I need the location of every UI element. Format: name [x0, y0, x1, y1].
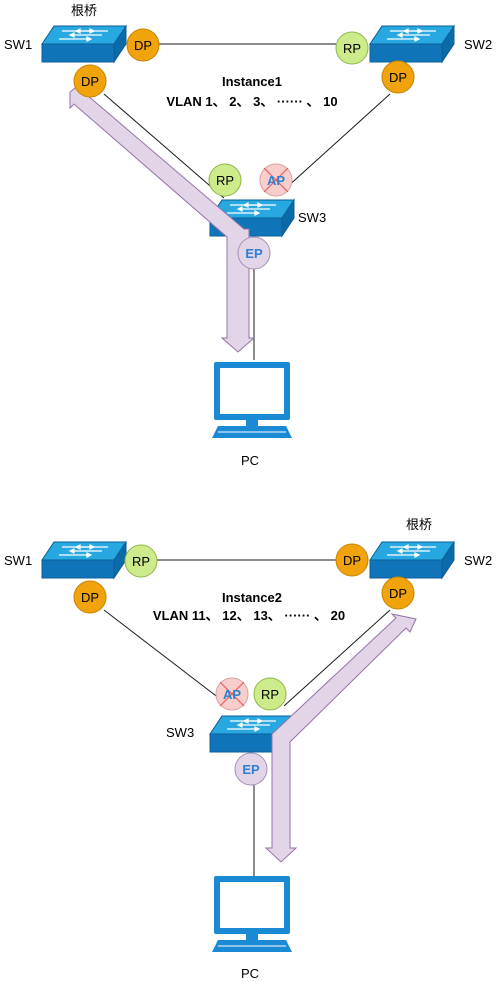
traffic-arrow: [69, 82, 256, 353]
port-label: DP: [389, 70, 407, 85]
vlan-range: VLAN 1、 2、 3、 ······ 、 10: [166, 94, 337, 109]
port-label: DP: [389, 586, 407, 601]
port-label: DP: [81, 590, 99, 605]
port-dp: [73, 64, 107, 98]
port-dp: [381, 576, 415, 610]
switch-icon-sw1: [41, 25, 127, 63]
pc-label: PC: [241, 966, 259, 981]
port-label: EP: [245, 246, 263, 261]
port-label: DP: [134, 38, 152, 53]
port-ep: [234, 752, 268, 786]
port-rp: [208, 163, 242, 197]
pc-icon: [211, 875, 293, 953]
port-label: AP: [267, 173, 285, 188]
link-sw2-sw3: [283, 609, 391, 707]
switch-icon-sw2: [369, 25, 455, 63]
port-rp: [335, 31, 369, 65]
port-dp: [73, 580, 107, 614]
sw3-label: SW3: [298, 210, 326, 225]
vlan-range: VLAN 11、 12、 13、 ······ 、 20: [153, 608, 345, 623]
port-rp: [253, 677, 287, 711]
port-dp: [381, 60, 415, 94]
port-label: DP: [81, 74, 99, 89]
sw3-label: SW3: [166, 725, 194, 740]
pc-label: PC: [241, 453, 259, 468]
switch-icon-sw1: [41, 541, 127, 579]
port-label: RP: [132, 554, 150, 569]
link-sw1-sw3: [103, 93, 225, 199]
port-label: DP: [343, 553, 361, 568]
diagram-instance1: 根桥 SW1 SW2 SW3 PC Instance1 VLAN 1、 2、 3…: [4, 3, 492, 468]
port-dp: [126, 28, 160, 62]
port-label: EP: [242, 762, 260, 777]
link-sw2-sw3: [285, 93, 391, 189]
port-dp: [335, 543, 369, 577]
root-bridge-label: 根桥: [406, 517, 432, 532]
pc-icon: [211, 361, 293, 439]
port-label: RP: [216, 173, 234, 188]
port-label: AP: [223, 687, 241, 702]
port-ep: [237, 236, 271, 270]
traffic-arrow: [264, 613, 417, 863]
switch-icon-sw2: [369, 541, 455, 579]
sw1-label: SW1: [4, 553, 32, 568]
instance-title: Instance1: [222, 74, 282, 89]
sw2-label: SW2: [464, 37, 492, 52]
port-rp: [124, 544, 158, 578]
port-label: RP: [261, 687, 279, 702]
instance-title: Instance2: [222, 590, 282, 605]
link-sw1-sw3: [103, 609, 225, 703]
diagram-instance2: 根桥 SW1 SW2 SW3 PC Instance2 VLAN 11、 12、…: [4, 517, 492, 981]
sw1-label: SW1: [4, 37, 32, 52]
root-bridge-label: 根桥: [71, 3, 97, 18]
sw2-label: SW2: [464, 553, 492, 568]
blocked-cross-icon: [263, 167, 289, 193]
port-label: RP: [343, 41, 361, 56]
blocked-cross-icon: [219, 681, 245, 707]
